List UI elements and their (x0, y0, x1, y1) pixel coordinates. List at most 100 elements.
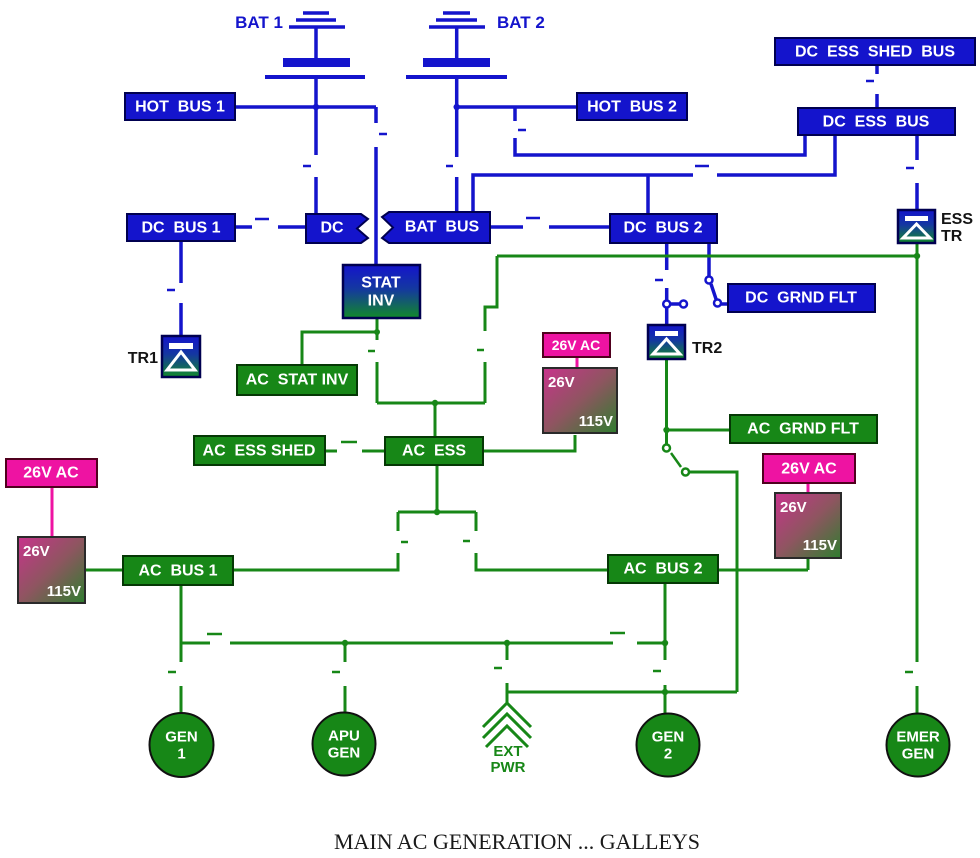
26v-label: 26V (23, 543, 50, 560)
ext-pwr-label-2: PWR (491, 759, 526, 776)
26v-ac-box-mid: 26V AC (542, 332, 611, 358)
diagram-caption: MAIN AC GENERATION ... GALLEYS (334, 829, 700, 854)
junction-dot (312, 103, 320, 111)
tr-triangle-icon (899, 221, 934, 240)
dc-bus-1-label: DC BUS 1 (141, 220, 220, 237)
junction-dot (341, 639, 349, 647)
converters: STAT INV (160, 208, 937, 379)
tr-bar-icon (905, 216, 928, 221)
ac-ess-box: AC ESS (384, 436, 484, 466)
battery-1-icon (265, 11, 365, 155)
open-contact-icon (712, 298, 723, 308)
dc-ess-bus-label: DC ESS BUS (823, 114, 930, 131)
ac-bus-1-label: AC BUS 1 (138, 563, 217, 580)
battery-2-icon (406, 11, 507, 157)
emer-gen-label-2: GEN (902, 746, 935, 763)
instrument-transformers: 26V AC 26V 115V 26V AC 26V 115V 26V AC 2… (5, 332, 856, 604)
ac-stat-inv-label: AC STAT INV (246, 372, 349, 389)
115v-label: 115V (803, 537, 837, 554)
stat-inv-label-1: STAT (361, 275, 401, 292)
hot-bus-1-box: HOT BUS 1 (124, 92, 236, 121)
ac-wiring (85, 243, 921, 749)
ac-ess-shed-box: AC ESS SHED (193, 435, 326, 466)
26v-label: 26V (780, 499, 807, 516)
dc-bus-2-box: DC BUS 2 (609, 213, 718, 244)
tr1-box (160, 334, 202, 379)
stat-inv-box: STAT INV (341, 263, 422, 320)
ac-grnd-flt-label: AC GRND FLT (747, 421, 859, 438)
open-contact-icon (661, 443, 672, 453)
open-contact-icon (661, 299, 672, 309)
tr2-label: TR2 (692, 340, 722, 357)
115v-label: 115V (47, 583, 81, 600)
26v-ac-box-right: 26V AC (762, 453, 856, 484)
emer-gen-circle: EMER GEN (885, 712, 951, 778)
junction-dot (663, 426, 670, 434)
generators: GEN 1 APU GEN GEN 2 EMER GEN (148, 711, 951, 778)
tr-bar-icon (655, 331, 678, 336)
dc-grnd-flt-label: DC GRND FLT (745, 290, 857, 307)
bat2-label: BAT 2 (497, 13, 545, 32)
apu-gen-label-1: APU (328, 728, 360, 745)
bat1-label: BAT 1 (235, 13, 283, 32)
hot-bus-2-box: HOT BUS 2 (576, 92, 688, 121)
bat-bus-label: BAT BUS (405, 219, 480, 236)
gen1-circle: GEN 1 (148, 712, 215, 778)
ext-pwr-label-1: EXT (493, 743, 522, 760)
gen2-circle: GEN 2 (635, 712, 701, 778)
hot-bus-2-label: HOT BUS 2 (587, 99, 677, 116)
tr1-label: TR1 (128, 350, 158, 367)
ac-grnd-flt-box: AC GRND FLT (729, 414, 878, 444)
115v-label: 115V (579, 413, 613, 430)
junction-dot (374, 329, 380, 335)
emer-gen-label-1: EMER (896, 729, 940, 746)
gen2-label-1: GEN (652, 729, 685, 746)
26v-label: 26V (548, 374, 575, 391)
26v-ac-label: 26V AC (552, 337, 601, 353)
dc-grnd-flt-box: DC GRND FLT (727, 283, 876, 313)
stat-inv-label-2: INV (368, 293, 395, 310)
tr-bar-icon (169, 343, 193, 349)
dc-feeder-label: DC (320, 220, 344, 237)
gen2-label-2: 2 (664, 746, 672, 763)
ac-ess-shed-label: AC ESS SHED (203, 443, 316, 460)
open-contact-icon (678, 299, 689, 309)
26v-ac-label: 26V AC (781, 461, 837, 478)
junction-dot (433, 508, 441, 516)
dc-feeder-flag: DC (305, 213, 370, 244)
transformer-box-left: 26V 115V (17, 536, 86, 604)
ac-stat-inv-box: AC STAT INV (236, 364, 358, 396)
dc-ess-shed-bus-box: DC ESS SHED BUS (774, 37, 976, 66)
hot-bus-1-label: HOT BUS 1 (135, 99, 225, 116)
junction-dot (661, 639, 669, 647)
open-contact-icon (680, 467, 691, 477)
dc-ess-bus-box: DC ESS BUS (797, 107, 956, 136)
transformer-box-mid: 26V 115V (542, 367, 618, 434)
open-contact-icon (704, 275, 714, 285)
ext-pwr-icon (481, 700, 533, 749)
ac-buses: AC STAT INV AC ESS SHED AC ESS AC GRND F… (122, 364, 878, 586)
apu-gen-label-2: GEN (328, 745, 361, 762)
free-labels: BAT 1 BAT 2 TR1 TR2 ESS TR EXT PWR MAIN … (128, 13, 974, 854)
transformer-box-right: 26V 115V (774, 492, 842, 559)
gen1-label-2: 1 (177, 746, 185, 763)
tr2-box (646, 323, 687, 361)
tr-triangle-icon (649, 336, 684, 356)
ac-bus-1-box: AC BUS 1 (122, 555, 234, 586)
transformer-wiring (50, 357, 810, 537)
dc-ess-shed-bus-label: DC ESS SHED BUS (795, 44, 955, 61)
ess-tr-label-2: TR (941, 228, 963, 245)
dc-bus-1-box: DC BUS 1 (126, 213, 236, 242)
tr-triangle-icon (163, 349, 199, 372)
dc-buses: HOT BUS 1 HOT BUS 2 DC ESS SHED BUS DC E… (124, 37, 976, 313)
26v-ac-box-left: 26V AC (5, 458, 98, 488)
bat-bus-box: BAT BUS (380, 211, 491, 244)
26v-ac-label: 26V AC (23, 465, 79, 482)
dc-bus-2-label: DC BUS 2 (623, 220, 702, 237)
ac-ess-label: AC ESS (402, 443, 466, 460)
apu-gen-circle: APU GEN (311, 711, 377, 777)
ess-tr-box (896, 208, 937, 245)
ac-bus-2-label: AC BUS 2 (623, 561, 702, 578)
